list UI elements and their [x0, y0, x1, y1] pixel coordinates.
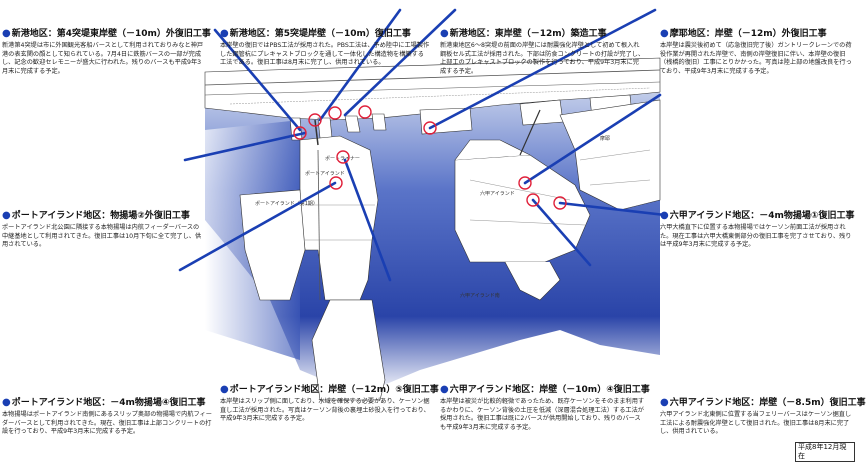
site-marker	[423, 121, 437, 135]
leader-line	[523, 93, 662, 185]
note-body: 本物揚場はポートアイランド南側にあるスリップ奥部の物揚場で内航フィーダーバースと…	[2, 411, 212, 436]
bullet-icon: ●	[2, 397, 11, 408]
site-marker	[526, 193, 540, 207]
note-body: 六甲大橋直下に位置する本物揚場ではケーソン前面工法が採用された。現在工事は六甲大…	[660, 224, 852, 249]
site-marker	[336, 150, 350, 164]
note-maya: ●摩耶地区：岸壁（－12m）外復旧工事 本岸壁は震災後初めて（応急復旧完了後）ガ…	[660, 28, 852, 76]
bullet-icon: ●	[220, 28, 229, 39]
site-markers	[293, 105, 567, 210]
leader-lines	[178, 8, 667, 282]
leader-line	[343, 8, 457, 117]
bullet-icon: ●	[440, 28, 449, 39]
leader-line	[343, 158, 392, 282]
bullet-icon: ●	[660, 210, 669, 221]
port-island	[239, 135, 386, 401]
note-body: 新港第4突堤は市に外国観光客船バースとして利用されておりみなと神戸港の表玄関の顔…	[2, 42, 204, 75]
note-port-island-5: ●ポートアイランド地区：岸壁（－12m）⑤復旧工事 本岸壁はスリップ側に面してお…	[220, 384, 439, 424]
site-marker	[518, 176, 532, 190]
note-port-island-4: ●ポートアイランド地区：－4m物揚場④復旧工事 本物揚場はポートアイランド南側に…	[2, 397, 212, 437]
site-marker	[329, 176, 343, 190]
note-shinko-4: ●新港地区：第4突堤東岸壁（－10m）外復旧工事 新港第4突堤は市に外国観光客船…	[2, 28, 211, 76]
note-title: 新港地区：第5突堤岸壁（－10m）復旧工事	[229, 29, 411, 39]
label-rokko-island-south: 六甲アイランド南	[460, 292, 500, 299]
leader-line	[213, 28, 302, 132]
bullet-icon: ●	[660, 397, 669, 408]
note-rokko-ferry: ●六甲アイランド地区：岸壁（－8.5m）復旧工事 六甲アイランド北東側に位置する…	[660, 397, 866, 437]
note-body: ポートアイランド北公園に隣接する本物揚場は内航フィーダーバースの中継基地として利…	[2, 224, 202, 249]
leader-line	[318, 8, 402, 122]
site-marker	[328, 106, 342, 120]
site-marker	[358, 105, 372, 119]
bullet-icon: ●	[220, 384, 229, 395]
note-title: 六甲アイランド地区：岸壁（－8.5m）復旧工事	[669, 398, 866, 408]
note-body: 本岸壁は震災後初めて（応急復旧完了後）ガントリークレーンでの荷役作業が再開された…	[660, 42, 852, 75]
label-port-liner: ポートライナー	[325, 155, 360, 162]
leader-line	[183, 131, 307, 162]
port-map: ポートアイランド ポートアイランド（第1期） 六甲アイランド 六甲アイランド南 …	[178, 8, 667, 401]
note-title: ポートアイランド地区：岸壁（－12m）⑤復旧工事	[229, 385, 439, 395]
rokko-bridge	[519, 109, 541, 156]
note-body: 本岸壁は被災が比較的軽微であったため、既存ケーソンをそのまま利用するかわりに、ケ…	[440, 398, 645, 431]
note-title: 新港地区：東岸壁（－12m）築造工事	[449, 29, 607, 39]
bullet-icon: ●	[440, 384, 449, 395]
note-port-island-2: ●ポートアイランド地区：物揚場②外復旧工事 ポートアイランド北公園に隣接する本物…	[2, 210, 202, 250]
note-shinko-east: ●新港地区：東岸壁（－12m）築造工事 新港東地区6～8突堤の前面の岸壁には耐震…	[440, 28, 645, 76]
site-marker	[308, 113, 322, 127]
leader-line	[558, 201, 667, 217]
rokko-island	[454, 139, 591, 301]
note-body: 六甲アイランド北東側に位置する当フェリーバースはケーソン据直し工法による耐震強化…	[660, 411, 852, 436]
note-body: 本岸壁はスリップ側に面しており、水域を確保する必要があり、ケーソン据直し工法が採…	[220, 398, 430, 423]
label-port-island-west: ポートアイランド（第1期）	[255, 200, 318, 207]
note-title: ポートアイランド地区：－4m物揚場④復旧工事	[11, 398, 206, 408]
leader-line	[178, 181, 337, 272]
note-body: 新港東地区6～8突堤の前面の岸壁には耐震強化岸壁として初めて根入れ鋼板セル式工法…	[440, 42, 645, 75]
note-title: 新港地区：第4突堤東岸壁（－10m）外復旧工事	[11, 29, 211, 39]
port-bridge	[314, 119, 319, 146]
bullet-icon: ●	[2, 28, 11, 39]
as-of-date: 平成8年12月現在	[795, 442, 855, 462]
note-title: 六甲アイランド地区：－4m物揚場①復旧工事	[669, 211, 855, 221]
label-port-island: ポートアイランド	[305, 170, 345, 177]
note-title: 摩耶地区：岸壁（－12m）外復旧工事	[669, 29, 827, 39]
bullet-icon: ●	[2, 210, 11, 221]
site-marker	[293, 126, 307, 140]
note-rokko-4: ●六甲アイランド地区：岸壁（－10m）④復旧工事 本岸壁は被災が比較的軽微であっ…	[440, 384, 650, 432]
note-body: 本岸壁の復旧ではPBS工法が採用された。PBS工法は、予め陸中に工場製作した鋼管…	[220, 42, 430, 67]
site-marker	[553, 196, 567, 210]
label-maya: 摩耶	[600, 135, 610, 142]
note-title: ポートアイランド地区：物揚場②外復旧工事	[11, 211, 190, 221]
leader-line	[531, 198, 592, 267]
leader-line	[428, 8, 657, 130]
label-rokko-island: 六甲アイランド	[480, 190, 515, 197]
note-title: 六甲アイランド地区：岸壁（－10m）④復旧工事	[449, 385, 650, 395]
bullet-icon: ●	[660, 28, 669, 39]
note-rokko-1: ●六甲アイランド地区：－4m物揚場①復旧工事 六甲大橋直下に位置する本物揚場では…	[660, 210, 855, 250]
note-shinko-5: ●新港地区：第5突堤岸壁（－10m）復旧工事 本岸壁の復旧ではPBS工法が採用さ…	[220, 28, 430, 68]
